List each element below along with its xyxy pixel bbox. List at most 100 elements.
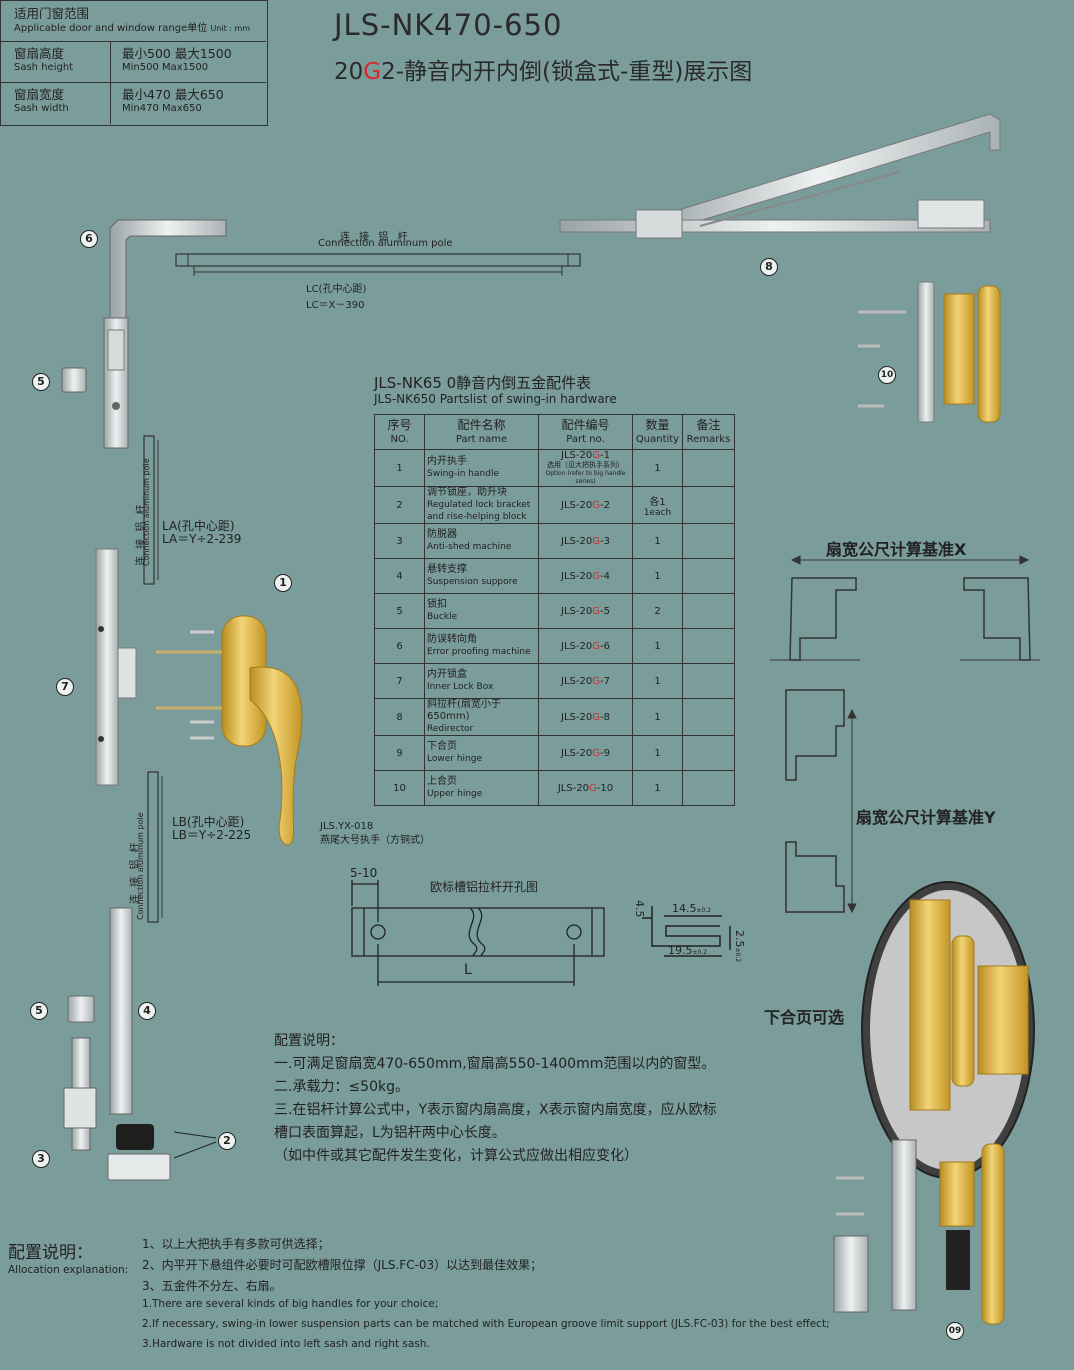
config-notes: 配置说明： 一.可满足窗扇宽470-650mm,窗扇高550-1400mm范围以… [274,1030,717,1168]
part-no: 9 [374,735,425,771]
lb-pole-label-en: Connection aluminum pole [136,812,145,920]
part-number-post: -1 [599,450,610,461]
suspension-support-4 [109,907,133,1115]
part-number-pre: JLS-20 [561,640,593,652]
allocation-en-line: 1.There are several kinds of big handles… [142,1298,439,1310]
allocation-cn-lines: 1、以上大把执手有多款可供选择； 2、内平开下悬组件必要时可配欧槽限位撑（JLS… [142,1234,542,1297]
part-qty-value: 2 [654,605,661,617]
part-name-en: Upper hinge [427,789,483,799]
part-remarks [682,449,735,487]
part-number: JLS-20G-4 [538,558,633,594]
part-qty-value: 1 [654,640,661,652]
badge-6: 6 [80,230,98,248]
part-remarks [682,770,735,806]
part-number-post: -5 [599,605,610,617]
part-no: 10 [374,770,425,806]
part-remarks [682,628,735,664]
part-number-pre: JLS-20 [561,711,593,723]
part-name-en: Redirector [427,724,474,734]
lc-label: LC(孔中心距) [306,284,367,295]
part-number-pre: JLS-20 [561,499,593,511]
allocation-cn-line: 2、内平开下悬组件必要时可配欧槽限位撑（JLS.FC-03）以达到最佳效果； [142,1258,543,1272]
part-name-cn: 锁扣 [427,599,447,610]
parts-title-cn: JLS-NK65 0静音内倒五金配件表 [374,374,592,392]
part-number-pre: JLS-20 [561,535,593,547]
part-name-en: Lower hinge [427,754,482,764]
lower-hinge-optional-label: 下合页可选 [764,1008,845,1027]
part-name-cn: 内开锁盒 [427,669,467,680]
dim-145: 14.5±0.2 [672,902,711,915]
part-name: 斜拉杆(扇宽小于650mm)Redirector [424,698,539,736]
allocation-en-line: 2.If necessary, swing-in lower suspensio… [142,1318,830,1330]
part-number-g: G [592,747,600,759]
allocation-cn-line: 1、以上大把执手有多款可供选择； [142,1237,330,1251]
part-name-en: Swing-in handle [427,469,499,479]
part-qty-value: 1 [654,747,661,759]
part-number-g: G [592,605,600,617]
part-name-en: Suspension suppore [427,577,518,587]
badge-5-bottom: 5 [30,1002,48,1020]
la-formula: LA＝Y÷2-239 [162,532,242,546]
part-no: 5 [374,593,425,629]
part-number-g: G [589,782,597,794]
subtitle-post: 2-静音内开内倒(锁盒式-重型)展示图 [381,59,753,85]
part-qty: 1 [632,735,683,771]
corner-drive-6 [103,219,227,449]
upper-hinge-10 [858,281,1001,423]
part-number-g: G [592,570,600,582]
part-no: 7 [374,663,425,699]
range-title-en: Applicable door and window range单位 Unit … [14,22,250,35]
badge-3: 3 [32,1150,50,1168]
dim-195-value: 19.5 [668,944,693,957]
allocation-title-cn: 配置说明： [8,1243,93,1263]
part-no: 4 [374,558,425,594]
model-title: JLS-NK470-650 [334,8,563,42]
part-number-g: G [592,450,600,461]
handle-model: JLS.YX-018 [320,821,374,832]
part-qty: 1 [632,663,683,699]
part-name-en: Buckle [427,612,458,622]
allocation-en-lines: 1.There are several kinds of big handles… [142,1294,830,1354]
dim-195: 19.5±0.2 [668,944,707,957]
part-name-en: Anti-shed machine [427,542,512,552]
base-x-label: 扇宽公尺计算基准X [826,540,967,559]
la-label-text: LA(孔中心距) [162,519,235,533]
part-qty: 1 [632,770,683,806]
base-y-label: 扇宽公尺计算基准Y [856,808,996,827]
badge-2: 2 [218,1132,236,1150]
dim-195-tol: ±0.2 [692,949,708,956]
part-number-g: G [592,711,600,723]
part-name-en: Regulated lock bracket and rise-helping … [427,500,531,522]
lc-formula: LC＝X－390 [306,300,365,311]
part-number-post: -6 [599,640,610,652]
part-number-post: -10 [596,782,614,794]
badge-9: 09 [946,1322,964,1340]
la-label: LA(孔中心距) LA＝Y÷2-239 [162,520,241,546]
part-qty-each: 1each [643,507,672,518]
part-remarks [682,593,735,629]
part-remarks [682,558,735,594]
part-qty-value: 1 [654,711,661,723]
part-remarks [682,735,735,771]
dim-145-value: 14.5 [672,902,697,915]
groove-hole-drawing [351,880,605,986]
part-number-post: -3 [599,535,610,547]
config-notes-title: 配置说明： [274,1033,344,1049]
part-no: 3 [374,523,425,559]
config-note-line: 一.可满足窗扇宽470-650mm,窗扇高550-1400mm范围以内的窗型。 [274,1056,716,1072]
